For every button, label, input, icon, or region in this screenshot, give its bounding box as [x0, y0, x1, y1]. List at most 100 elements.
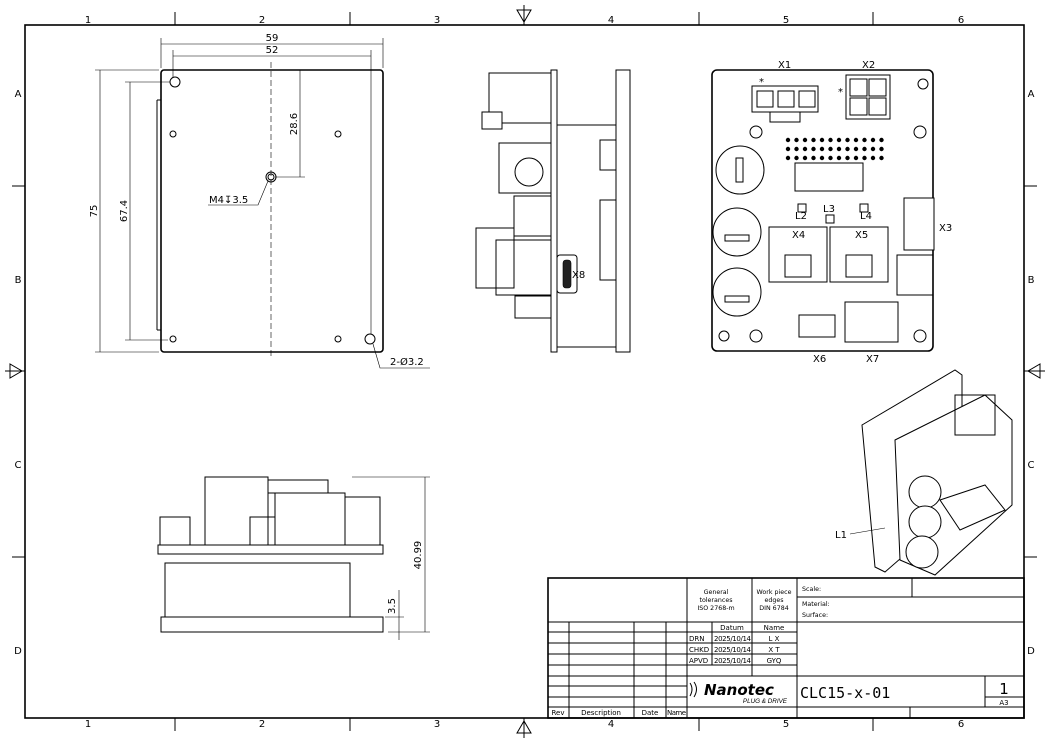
via-dot: [845, 146, 850, 152]
label-l4: L4: [860, 211, 872, 222]
via-dot: [785, 137, 791, 143]
sheet-format: A3: [999, 699, 1008, 707]
label-x5: X5: [855, 230, 868, 241]
via-dot: [879, 155, 884, 161]
via-dot: [802, 155, 808, 161]
dimension-board-thickness: 3.5: [387, 598, 398, 614]
col-label: 5: [783, 719, 789, 730]
via-dot: [853, 155, 859, 161]
connector-label-x8: X8: [572, 270, 585, 281]
via-dot: [819, 155, 825, 161]
name-chkd: X T: [768, 646, 780, 654]
via-dot: [870, 155, 876, 161]
via-dot: [862, 146, 867, 152]
via-dot: [828, 155, 833, 161]
col-label: 1: [85, 719, 91, 730]
col-label: 1: [85, 15, 91, 26]
col-label: 2: [259, 15, 265, 26]
name-col-header: Name: [667, 709, 686, 717]
via-dot: [811, 155, 816, 161]
label-x7: X7: [866, 354, 879, 365]
col-label: 2: [259, 719, 265, 730]
row-label: A: [15, 89, 22, 100]
via-dot: [828, 137, 833, 143]
via-dot: [785, 146, 791, 152]
material-label: Material:: [802, 601, 830, 608]
label-l1: L1: [835, 530, 847, 541]
bottom-view: 40.99 3.5: [157, 476, 430, 640]
workpiece-edges-line: DIN 6784: [759, 605, 788, 612]
dimension-total-height: 40.99: [413, 541, 424, 570]
via-dot: [853, 137, 859, 143]
row-label: A: [1028, 89, 1035, 100]
via-dot: [828, 146, 833, 152]
date-chkd: 2025/10/14: [714, 646, 752, 654]
surface-label: Surface:: [802, 612, 828, 619]
dimension-hole-spacing-y: 67.4: [119, 200, 130, 222]
col-label: 4: [608, 719, 614, 730]
description-header: Description: [581, 709, 621, 717]
via-dot: [811, 137, 816, 143]
sheet-number: 1: [999, 680, 1009, 698]
col-label: 3: [434, 719, 440, 730]
col-label: 5: [783, 15, 789, 26]
via-array: [785, 137, 884, 161]
via-dot: [802, 137, 808, 143]
row-label: C: [15, 460, 22, 471]
general-tolerances-line: ISO 2768-m: [697, 605, 734, 612]
via-dot: [794, 146, 799, 152]
pin1-marker: *: [759, 77, 764, 88]
workpiece-edges-line: edges: [764, 597, 783, 604]
via-dot: [879, 137, 884, 143]
row-label: B: [15, 275, 22, 286]
drawing-frame: 1 2 3 4 5 6 1 2 3 4 5 6 A B C D A B C D: [5, 5, 1045, 738]
dimension-width: 59: [266, 33, 279, 44]
row-label: D: [1027, 646, 1035, 657]
label-x6: X6: [813, 354, 826, 365]
via-dot: [870, 137, 876, 143]
thread-callout: M4↧3.5: [209, 195, 248, 206]
date-header: Date: [642, 709, 659, 717]
via-dot: [836, 146, 842, 152]
workpiece-edges-line: Work piece: [757, 589, 792, 596]
via-dot: [819, 137, 825, 143]
general-tolerances-line: General: [704, 589, 729, 596]
col-label: 6: [958, 15, 964, 26]
label-l3: L3: [823, 204, 835, 215]
scale-label: Scale:: [802, 586, 821, 593]
top-view: X1 X2 X3 X4 X5 X6 X7 L2 L3 L4 * *: [711, 60, 952, 365]
role-drn: DRN: [689, 635, 705, 643]
dimension-height: 75: [89, 205, 100, 218]
name-apvd: GYQ: [767, 657, 782, 665]
logo-text: Nanotec: [704, 681, 774, 699]
row-label: B: [1028, 275, 1035, 286]
via-dot: [819, 146, 825, 152]
via-dot: [836, 155, 842, 161]
nanotec-logo: Nanotec PLUG & DRIVE: [689, 681, 788, 705]
via-dot: [802, 146, 808, 152]
via-dot: [785, 155, 791, 161]
isometric-view: L1: [835, 369, 1013, 576]
hole-callout: 2-Ø3.2: [390, 356, 424, 368]
logo-tagline: PLUG & DRIVE: [743, 698, 788, 705]
col-label: 4: [608, 15, 614, 26]
via-dot: [794, 155, 799, 161]
general-tolerances-line: tolerances: [699, 597, 732, 604]
label-x4: X4: [792, 230, 805, 241]
via-dot: [836, 137, 842, 143]
via-dot: [853, 146, 859, 152]
date-drn: 2025/10/14: [714, 635, 752, 643]
name-header: Name: [764, 624, 785, 632]
via-dot: [811, 146, 816, 152]
role-apvd: APVD: [689, 657, 708, 665]
via-dot: [870, 146, 876, 152]
datum-header: Datum: [720, 624, 744, 632]
label-x3: X3: [939, 223, 952, 234]
front-view: 59 52 75 67.4 28.6 M4↧3.5 2-Ø3.2: [89, 33, 430, 369]
row-label: C: [1028, 460, 1035, 471]
dimension-center-hole: 28.6: [289, 113, 300, 135]
via-dot: [879, 146, 884, 152]
via-dot: [845, 137, 850, 143]
label-x1: X1: [778, 60, 791, 71]
label-x2: X2: [862, 60, 875, 71]
